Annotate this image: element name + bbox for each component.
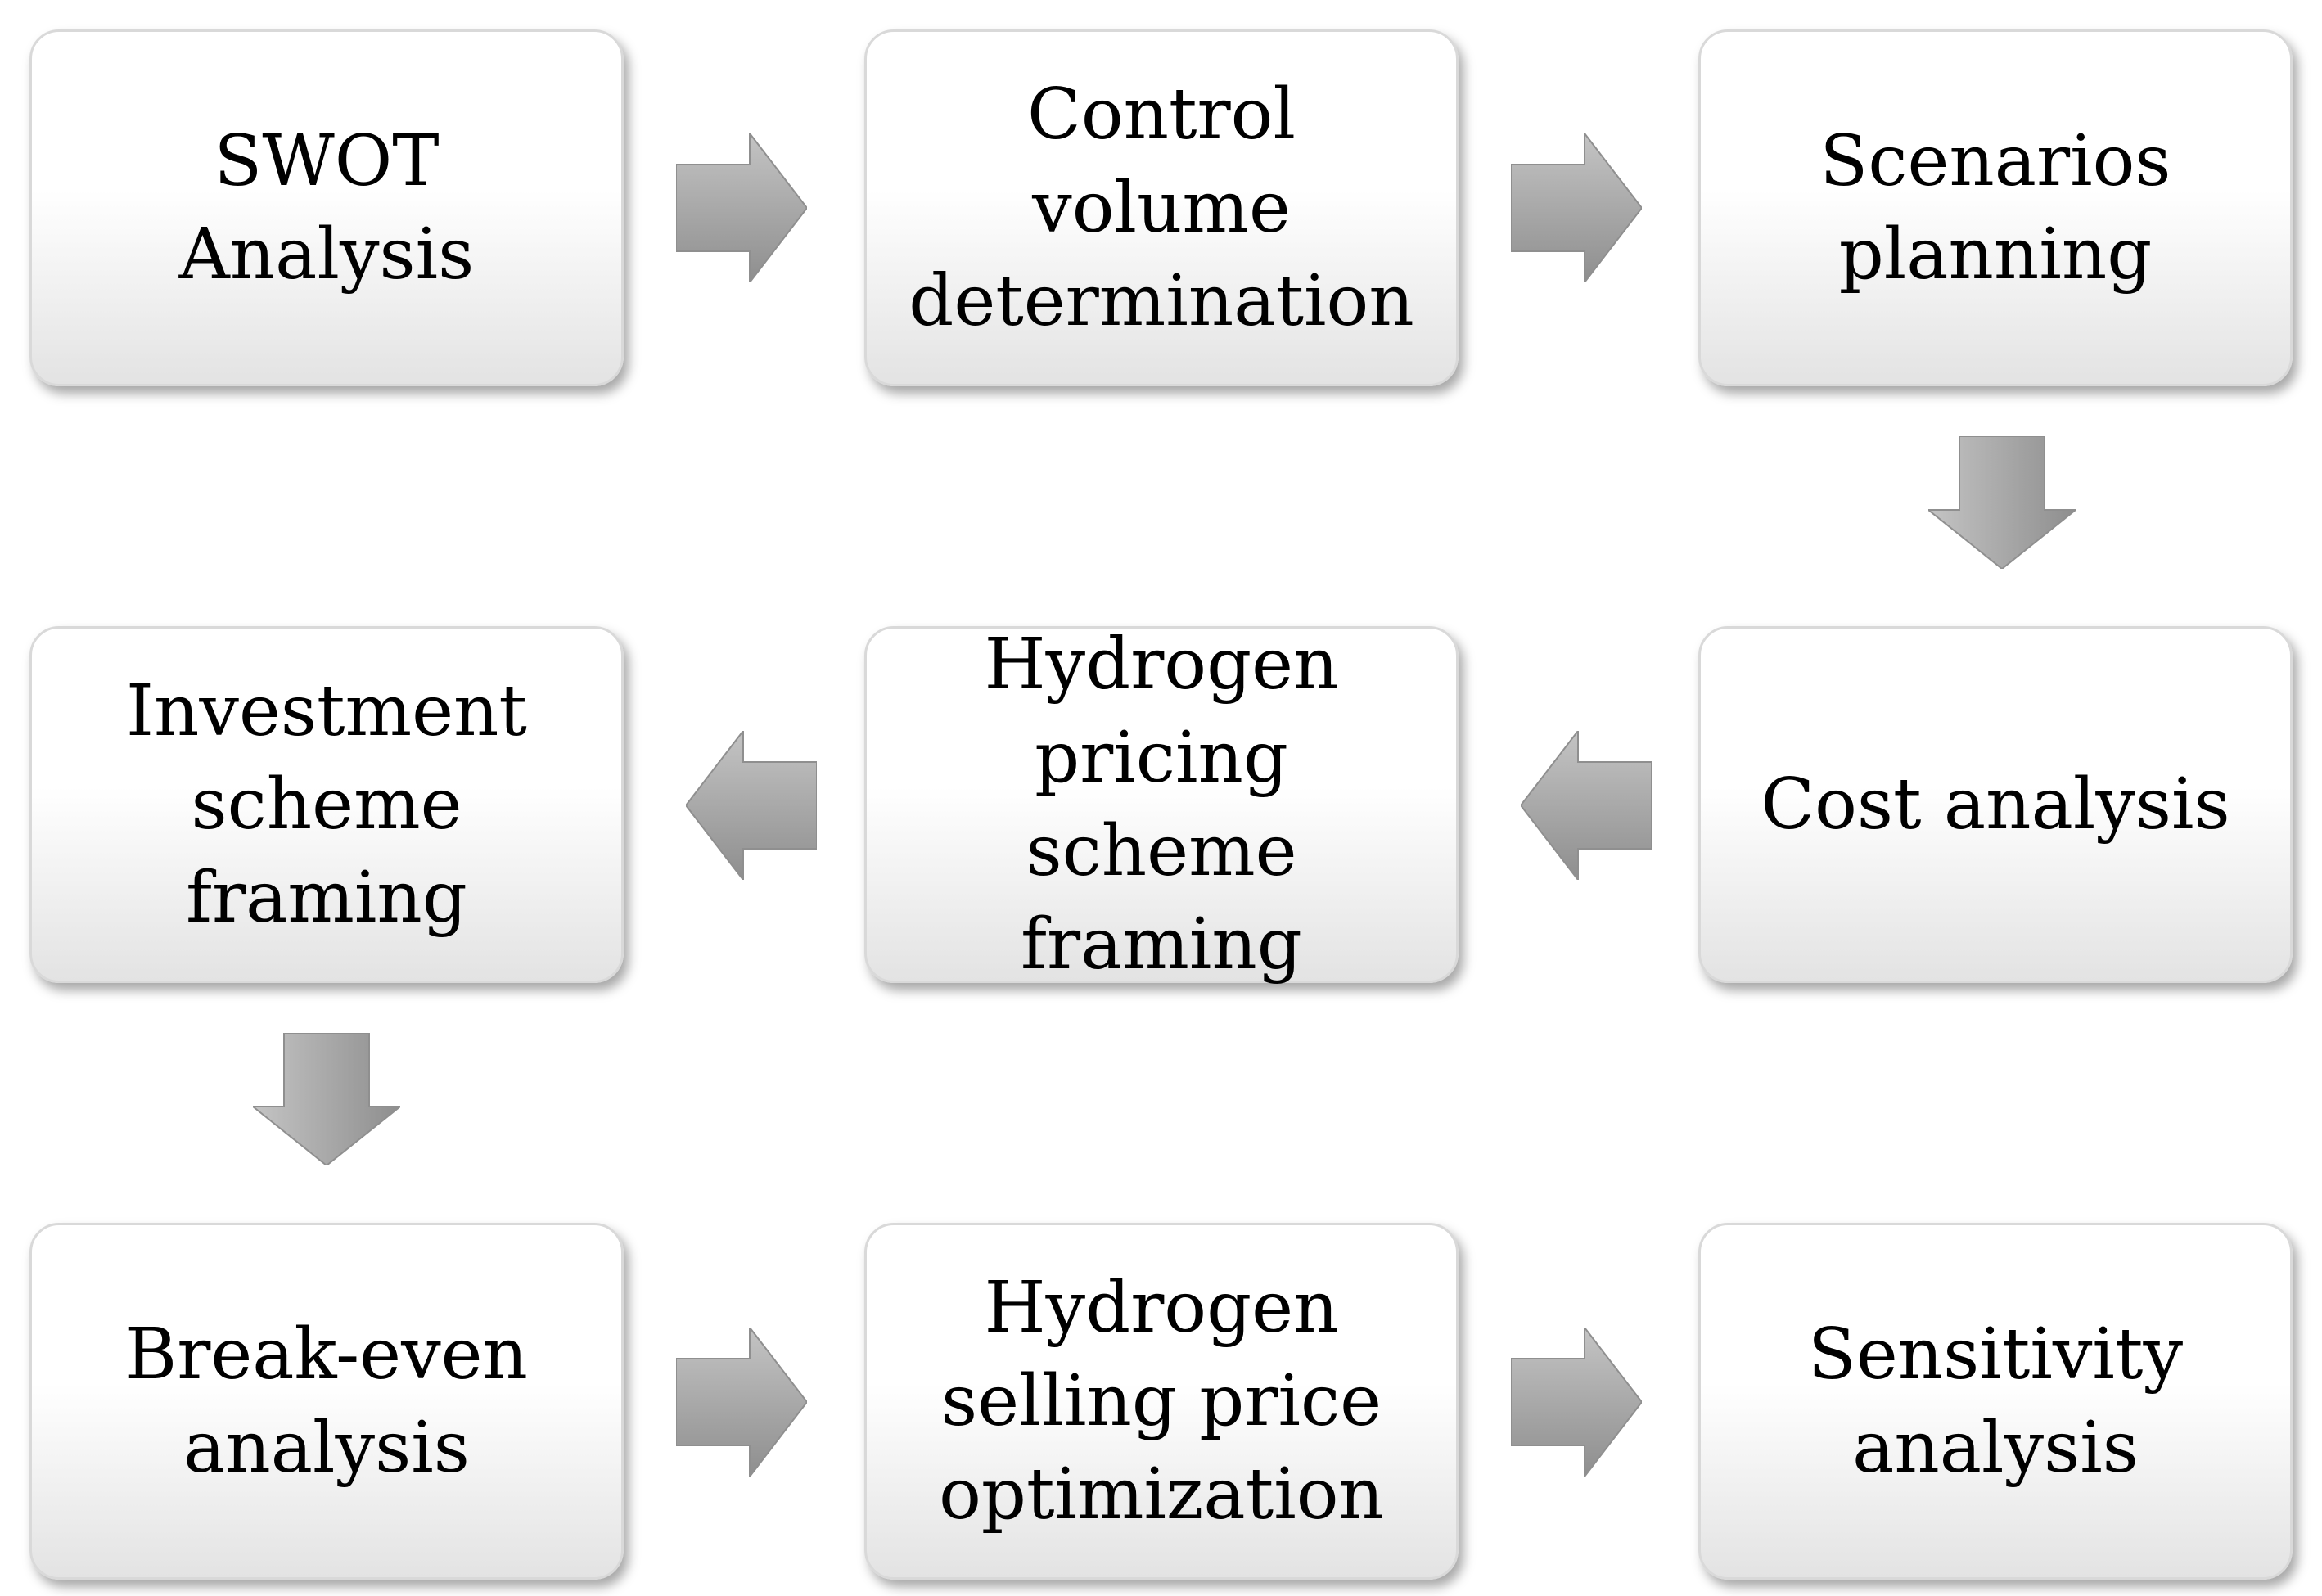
- arrow-right-icon: [1511, 1328, 1642, 1477]
- step-break-even-analysis: Break-even analysis: [29, 1223, 624, 1580]
- step-sensitivity-analysis: Sensitivity analysis: [1698, 1223, 2293, 1580]
- step-label: Control volume determination: [909, 74, 1414, 342]
- step-hydrogen-pricing-scheme-framing: Hydrogen pricing scheme framing: [864, 624, 1459, 985]
- step-swot-analysis: SWOT Analysis: [29, 29, 624, 386]
- step-label: Hydrogen pricing scheme framing: [984, 624, 1339, 985]
- arrow-down-icon: [1928, 436, 2076, 569]
- step-label: SWOT Analysis: [178, 120, 475, 295]
- step-label: Sensitivity analysis: [1807, 1314, 2184, 1489]
- step-label: Cost analysis: [1761, 764, 2230, 845]
- step-label: Hydrogen selling price optimization: [939, 1267, 1384, 1535]
- step-scenarios-planning: Scenarios planning: [1698, 29, 2293, 386]
- arrow-right-icon: [676, 133, 807, 282]
- arrow-left-icon: [1521, 731, 1652, 880]
- step-hydrogen-selling-price-optimization: Hydrogen selling price optimization: [864, 1223, 1459, 1580]
- arrow-right-icon: [1511, 133, 1642, 282]
- arrow-down-icon: [253, 1033, 400, 1165]
- arrow-left-icon: [686, 731, 817, 880]
- step-label: Scenarios planning: [1819, 120, 2171, 295]
- step-cost-analysis: Cost analysis: [1698, 626, 2293, 983]
- step-label: Break-even analysis: [125, 1314, 528, 1489]
- step-investment-scheme-framing: Investment scheme framing: [29, 626, 624, 983]
- step-label: Investment scheme framing: [126, 670, 527, 939]
- arrow-right-icon: [676, 1328, 807, 1477]
- step-control-volume-determination: Control volume determination: [864, 29, 1459, 386]
